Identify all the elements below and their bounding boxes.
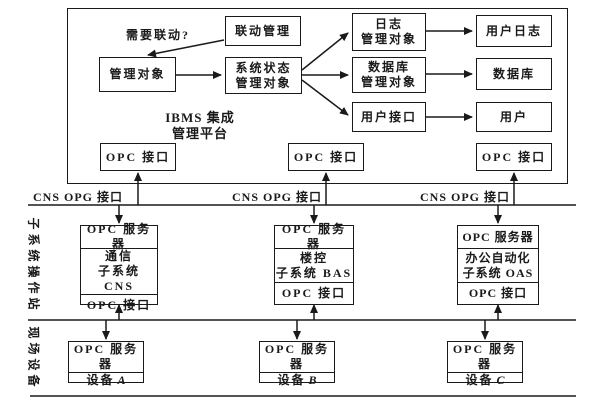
managed-object-box: 管理对象 [99, 57, 176, 92]
device-b-box: OPC 服务器 设备 B [259, 341, 335, 387]
device-name: 设备 C [448, 372, 522, 388]
device-opc-server: OPC 服务器 [264, 342, 330, 371]
ibms-platform-frame [67, 8, 568, 184]
device-name: 设备 A [69, 372, 143, 388]
user-box: 用户 [476, 102, 552, 132]
system-status-object-box: 系统状态 管理对象 [225, 57, 302, 94]
log-management-object-box: 日志 管理对象 [352, 13, 426, 51]
station-opc-server: OPC 服务器 [462, 229, 534, 244]
platform-title: IBMS 集成 管理平台 [165, 110, 235, 142]
station-opc-interface: OPC 接口 [275, 282, 353, 304]
device-opc-server: OPC 服务器 [73, 342, 139, 371]
station-oas-box: OPC 服务器 办公自动化 子系统 OAS OPC 接口 [457, 225, 539, 305]
database-box: 数据库 [476, 58, 552, 90]
device-opc-server: OPC 服务器 [452, 342, 518, 371]
arrow-sysstatus-to-userif [301, 79, 349, 116]
user-log-box: 用户日志 [476, 15, 552, 47]
station-name: 办公自动化 子系统 OAS [458, 248, 538, 282]
user-interface-box: 用户接口 [352, 102, 426, 132]
station-opc-interface: OPC 接口 [81, 294, 157, 316]
device-c-box: OPC 服务器 设备 C [447, 341, 523, 387]
station-opc-interface: OPC 接口 [458, 282, 538, 304]
platform-opc-interface-right: OPC 接口 [476, 143, 552, 171]
side-label-stations: 子系统操作站 [26, 217, 41, 314]
linkage-management-box: 联动管理 [225, 16, 301, 46]
device-a-box: OPC 服务器 设备 A [68, 341, 144, 387]
database-management-object-box: 数据库 管理对象 [352, 57, 426, 93]
station-opc-server: OPC 服务器 [86, 222, 152, 251]
linkage-question-label: 需要联动? [125, 28, 190, 42]
bus-label-left: CNS OPG 接口 [33, 190, 124, 204]
bus-label-mid: CNS OPG 接口 [232, 190, 323, 204]
station-name: 通信 子系统 CNS [81, 248, 157, 294]
side-label-devices: 现场设备 [26, 326, 41, 391]
bus-label-right: CNS OPG 接口 [420, 190, 511, 204]
station-opc-server: OPC 服务器 [281, 222, 347, 251]
arrow-sysstatus-to-log [301, 32, 349, 71]
platform-opc-interface-left: OPC 接口 [100, 143, 176, 171]
station-name: 楼控 子系统 BAS [275, 248, 353, 282]
station-cns-box: OPC 服务器 通信 子系统 CNS OPC 接口 [80, 222, 158, 312]
platform-opc-interface-mid: OPC 接口 [288, 143, 364, 171]
device-name: 设备 B [260, 372, 334, 388]
station-bas-box: OPC 服务器 楼控 子系统 BAS OPC 接口 [274, 222, 354, 305]
arrow-linkage-to-manageobj [147, 39, 225, 58]
